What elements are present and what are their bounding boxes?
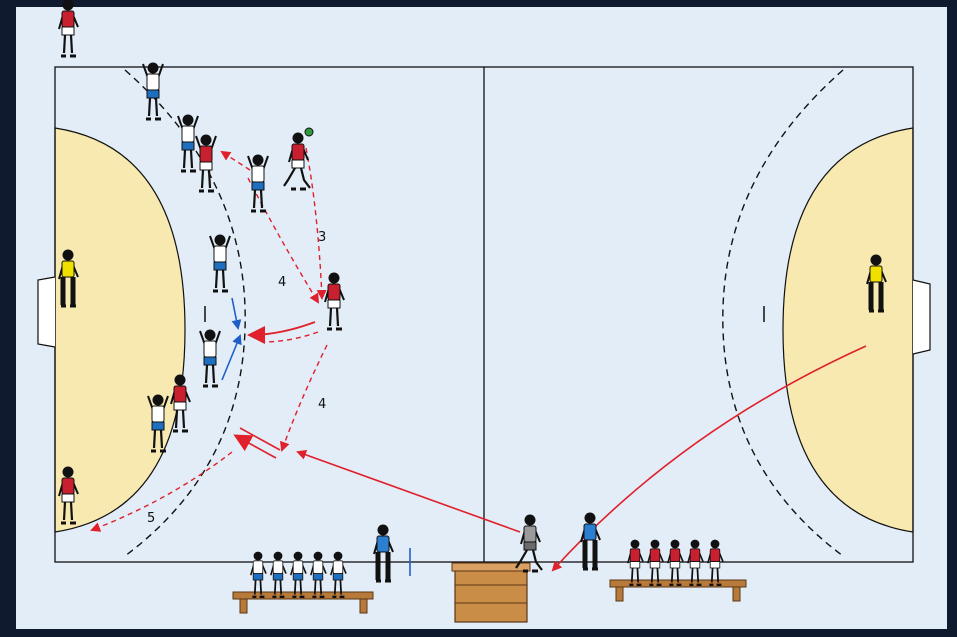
right-goal [913,280,930,354]
left-goal [38,277,55,347]
sequence-label-4-upper: 4 [278,275,286,290]
sequence-label-4-lower: 4 [318,397,326,412]
vaulting-box [452,563,530,622]
sequence-label-5: 5 [147,511,155,526]
sequence-label-3: 3 [318,230,326,245]
